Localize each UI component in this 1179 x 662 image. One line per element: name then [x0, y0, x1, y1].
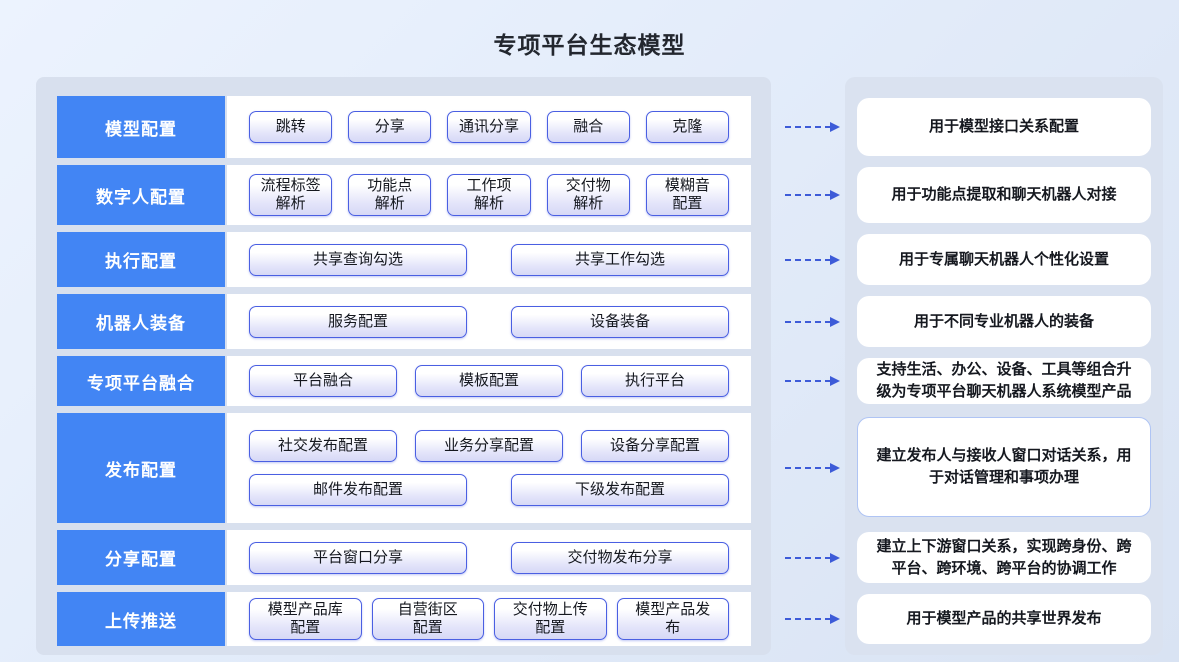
config-button[interactable]: 平台窗口分享 [249, 541, 467, 574]
description-box: 用于功能点提取和聊天机器人对接 [857, 167, 1151, 223]
row-label: 执行配置 [57, 232, 225, 287]
row-label: 专项平台融合 [57, 356, 225, 406]
dashed-arrow-icon [785, 376, 840, 386]
description-cell-6: 建立上下游窗口关系，实现跨身份、跨平台、跨环境、跨平台的协调工作 [857, 530, 1151, 585]
config-button[interactable]: 业务分享配置 [415, 429, 563, 462]
description-box: 用于专属聊天机器人个性化设置 [857, 234, 1151, 285]
config-button[interactable]: 共享查询勾选 [249, 243, 467, 276]
config-button[interactable]: 执行平台 [581, 365, 729, 397]
row-button-area: 平台融合模板配置执行平台 [227, 356, 751, 406]
dashed-arrow-icon [785, 190, 840, 200]
config-button[interactable]: 社交发布配置 [249, 429, 397, 462]
description-cell-1: 用于功能点提取和聊天机器人对接 [857, 165, 1151, 225]
config-button[interactable]: 下级发布配置 [511, 474, 729, 507]
dashed-arrow-icon [785, 614, 840, 624]
description-box: 用于模型产品的共享世界发布 [857, 594, 1151, 644]
description-box: 支持生活、办公、设备、工具等组合升级为专项平台聊天机器人系统模型产品 [857, 358, 1151, 404]
description-cell-5: 建立发布人与接收人窗口对话关系，用于对话管理和事项办理 [857, 413, 1151, 523]
config-button[interactable]: 模板配置 [415, 365, 563, 397]
description-cell-3: 用于不同专业机器人的装备 [857, 294, 1151, 349]
row-label: 发布配置 [57, 413, 225, 523]
arrows-column [771, 77, 845, 655]
button-group: 社交发布配置业务分享配置设备分享配置 [227, 429, 751, 462]
description-cell-4: 支持生活、办公、设备、工具等组合升级为专项平台聊天机器人系统模型产品 [857, 356, 1151, 406]
config-panel: 模型配置跳转分享通讯分享融合克隆数字人配置流程标签 解析功能点 解析工作项 解析… [36, 77, 771, 655]
description-box: 用于模型接口关系配置 [857, 98, 1151, 156]
config-row-0: 模型配置跳转分享通讯分享融合克隆 [57, 96, 751, 158]
description-cell-2: 用于专属聊天机器人个性化设置 [857, 232, 1151, 287]
config-button[interactable]: 模糊音 配置 [645, 174, 730, 216]
page-title: 专项平台生态模型 [493, 32, 686, 58]
row-label: 数字人配置 [57, 165, 225, 225]
config-button[interactable]: 自营街区 配置 [371, 598, 484, 640]
row-label: 上传推送 [57, 592, 225, 646]
config-button[interactable]: 设备装备 [511, 305, 729, 338]
button-group: 邮件发布配置 下级发布配置 [227, 474, 751, 507]
config-button[interactable]: 工作项 解析 [447, 174, 531, 216]
description-box: 建立发布人与接收人窗口对话关系，用于对话管理和事项办理 [857, 417, 1151, 517]
row-button-area: 流程标签 解析功能点 解析工作项 解析交付物 解析模糊音 配置 [227, 165, 751, 225]
description-box: 建立上下游窗口关系，实现跨身份、跨平台、跨环境、跨平台的协调工作 [857, 532, 1151, 583]
config-button[interactable]: 跳转 [249, 111, 333, 143]
config-row-2: 执行配置共享查询勾选 共享工作勾选 [57, 232, 751, 287]
button-group: 跳转分享通讯分享融合克隆 [227, 111, 751, 143]
config-button[interactable]: 平台融合 [249, 365, 397, 397]
description-panel: 用于模型接口关系配置用于功能点提取和聊天机器人对接用于专属聊天机器人个性化设置用… [845, 77, 1163, 655]
row-label: 模型配置 [57, 96, 225, 158]
diagram-layout: 模型配置跳转分享通讯分享融合克隆数字人配置流程标签 解析功能点 解析工作项 解析… [36, 77, 1163, 655]
button-group: 平台窗口分享 交付物发布分享 [227, 541, 751, 574]
dashed-arrow-icon [785, 122, 840, 132]
row-button-area: 模型产品库 配置自营街区 配置交付物上传 配置模型产品发 布 [227, 592, 751, 646]
config-button[interactable]: 交付物发布分享 [511, 541, 729, 574]
arrow-cell-5 [771, 413, 845, 523]
config-button[interactable]: 模型产品库 配置 [249, 598, 362, 640]
config-button[interactable]: 功能点 解析 [348, 174, 432, 216]
button-group: 共享查询勾选 共享工作勾选 [227, 243, 751, 276]
arrow-cell-4 [771, 356, 845, 406]
dashed-arrow-icon [785, 463, 840, 473]
button-group: 平台融合模板配置执行平台 [227, 365, 751, 397]
row-label: 分享配置 [57, 530, 225, 585]
config-row-6: 分享配置平台窗口分享 交付物发布分享 [57, 530, 751, 585]
dashed-arrow-icon [785, 316, 840, 327]
button-group: 模型产品库 配置自营街区 配置交付物上传 配置模型产品发 布 [227, 598, 751, 640]
row-button-area: 共享查询勾选 共享工作勾选 [227, 232, 751, 287]
config-button[interactable]: 邮件发布配置 [249, 474, 467, 507]
arrow-cell-0 [771, 96, 845, 158]
button-group: 服务配置 设备装备 [227, 305, 751, 338]
config-button[interactable]: 服务配置 [249, 305, 467, 338]
config-button[interactable]: 共享工作勾选 [511, 243, 729, 276]
config-button[interactable]: 交付物上传 配置 [494, 598, 607, 640]
config-button[interactable]: 模型产品发 布 [616, 598, 729, 640]
config-button[interactable]: 流程标签 解析 [249, 174, 333, 216]
config-button[interactable]: 分享 [348, 111, 432, 143]
arrow-cell-1 [771, 165, 845, 225]
page: 专项平台生态模型 模型配置跳转分享通讯分享融合克隆数字人配置流程标签 解析功能点… [0, 26, 1179, 655]
description-box: 用于不同专业机器人的装备 [857, 296, 1151, 347]
description-cell-0: 用于模型接口关系配置 [857, 96, 1151, 158]
arrow-cell-2 [771, 232, 845, 287]
config-row-1: 数字人配置流程标签 解析功能点 解析工作项 解析交付物 解析模糊音 配置 [57, 165, 751, 225]
row-button-area: 服务配置 设备装备 [227, 294, 751, 349]
arrow-cell-3 [771, 294, 845, 349]
config-button[interactable]: 设备分享配置 [581, 429, 729, 462]
dashed-arrow-icon [785, 254, 840, 265]
row-label: 机器人装备 [57, 294, 225, 349]
dashed-arrow-icon [785, 552, 840, 563]
config-row-7: 上传推送模型产品库 配置自营街区 配置交付物上传 配置模型产品发 布 [57, 592, 751, 646]
arrow-cell-6 [771, 530, 845, 585]
config-button[interactable]: 克隆 [645, 111, 730, 143]
config-row-5: 发布配置社交发布配置业务分享配置设备分享配置邮件发布配置 下级发布配置 [57, 413, 751, 523]
arrow-cell-7 [771, 592, 845, 646]
config-row-3: 机器人装备服务配置 设备装备 [57, 294, 751, 349]
row-button-area: 平台窗口分享 交付物发布分享 [227, 530, 751, 585]
row-button-area: 跳转分享通讯分享融合克隆 [227, 96, 751, 158]
config-button[interactable]: 融合 [546, 111, 630, 143]
config-row-4: 专项平台融合平台融合模板配置执行平台 [57, 356, 751, 406]
config-button[interactable]: 交付物 解析 [546, 174, 630, 216]
description-cell-7: 用于模型产品的共享世界发布 [857, 592, 1151, 646]
row-button-area: 社交发布配置业务分享配置设备分享配置邮件发布配置 下级发布配置 [227, 413, 751, 523]
config-button[interactable]: 通讯分享 [447, 111, 531, 143]
button-group: 流程标签 解析功能点 解析工作项 解析交付物 解析模糊音 配置 [227, 174, 751, 216]
